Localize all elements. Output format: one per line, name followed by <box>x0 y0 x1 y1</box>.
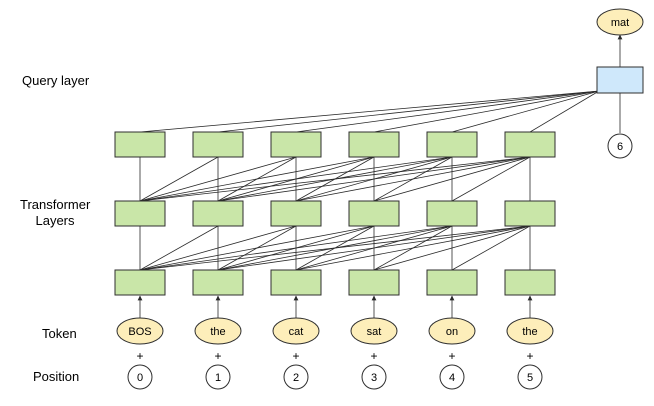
position-circle <box>283 364 309 390</box>
transformer-layer-box <box>270 269 322 296</box>
attention-connection <box>295 156 531 202</box>
attention-connection <box>139 156 219 202</box>
token-row-label: Token <box>42 326 77 341</box>
transformer-layer-box <box>504 269 556 296</box>
attention-connection <box>451 156 531 202</box>
position-label: 4 <box>449 372 455 384</box>
transformer-layer-box <box>114 200 166 227</box>
plus-sign: + <box>292 349 299 363</box>
position-label: 5 <box>527 372 533 384</box>
position-circle <box>361 364 387 390</box>
query-layer-label: Query layer <box>22 73 90 88</box>
query-position-label: 6 <box>617 141 623 153</box>
attention-connection <box>217 156 531 202</box>
transformer-layer-box <box>270 200 322 227</box>
transformer-layer-box <box>348 200 400 227</box>
attention-connection <box>451 225 531 271</box>
transformer-layer-box <box>114 131 166 158</box>
token-label: cat <box>289 326 304 338</box>
attention-connection <box>139 156 297 202</box>
attention-connection <box>295 225 531 271</box>
query-connection <box>139 90 600 133</box>
plus-sign: + <box>526 349 533 363</box>
transformer-layer-box <box>504 131 556 158</box>
attention-connection <box>217 225 531 271</box>
query-layer-box <box>596 66 644 94</box>
output-token-ellipse <box>596 8 644 36</box>
plus-sign: + <box>136 349 143 363</box>
transformer-layer-box <box>192 200 244 227</box>
attention-connection <box>139 156 531 202</box>
transformer-layer-box <box>192 269 244 296</box>
transformer-layer-box <box>348 131 400 158</box>
output-token-label: mat <box>611 17 629 29</box>
token-ellipse <box>428 317 476 345</box>
transformer-layer-box <box>192 131 244 158</box>
transformer-layer-box <box>426 269 478 296</box>
query-connection <box>451 90 600 133</box>
token-label: the <box>522 326 537 338</box>
plus-sign: + <box>214 349 221 363</box>
token-label: BOS <box>128 326 151 338</box>
attention-connections <box>137 34 623 319</box>
attention-connection <box>139 225 531 271</box>
position-circle <box>439 364 465 390</box>
attention-connection <box>139 225 297 271</box>
token-ellipse <box>350 317 398 345</box>
query-position-circle <box>607 133 633 159</box>
transformer-layer-box <box>426 200 478 227</box>
position-circle <box>127 364 153 390</box>
position-row-label: Position <box>33 369 80 384</box>
plus-sign: + <box>370 349 377 363</box>
attention-connection <box>373 156 531 202</box>
transformer-layer-box <box>114 269 166 296</box>
query-connection <box>295 90 600 133</box>
transformer-layer-box <box>426 131 478 158</box>
transformer-layer-box <box>270 131 322 158</box>
transformer-layers-label: Transformer Layers <box>20 197 91 228</box>
plus-sign: + <box>448 349 455 363</box>
token-label: on <box>446 326 458 338</box>
attention-connection <box>139 156 375 202</box>
position-label: 3 <box>371 372 377 384</box>
attention-connection <box>139 225 453 271</box>
query-connection <box>217 90 600 133</box>
token-label: the <box>210 326 225 338</box>
token-ellipse <box>116 317 164 345</box>
position-circle <box>517 364 543 390</box>
query-connection <box>529 90 600 133</box>
position-label: 0 <box>137 372 143 384</box>
transformer-layer-box <box>348 269 400 296</box>
attention-connection <box>139 225 375 271</box>
token-ellipse <box>272 317 320 345</box>
query-connection <box>373 90 600 133</box>
attention-connection <box>373 225 531 271</box>
attention-connection <box>139 225 219 271</box>
token-ellipse <box>194 317 242 345</box>
position-label: 1 <box>215 372 221 384</box>
token-ellipse <box>506 317 554 345</box>
attention-connection <box>139 156 453 202</box>
position-circle <box>205 364 231 390</box>
transformer-layer-box <box>504 200 556 227</box>
token-label: sat <box>367 326 382 338</box>
position-label: 2 <box>293 372 299 384</box>
